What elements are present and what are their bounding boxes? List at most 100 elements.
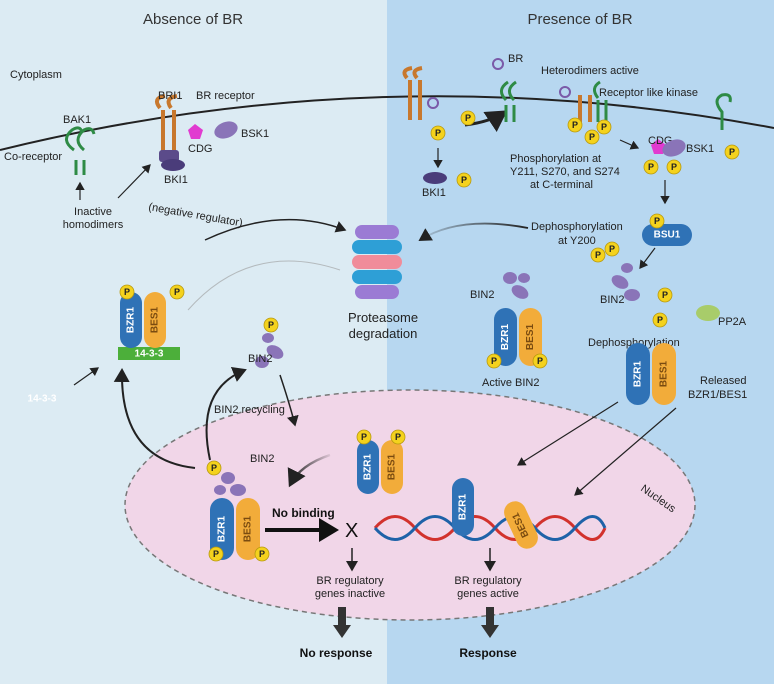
bri1-label-left: BRI1 (158, 90, 182, 102)
svg-text:P: P (671, 162, 677, 172)
phosphate-2-icon: P (263, 317, 279, 333)
phosphate-1-icon: P (169, 284, 185, 300)
bin2-label-left: BIN2 (248, 353, 272, 365)
svg-text:P: P (729, 147, 735, 157)
bin2-right-icon (611, 263, 640, 301)
svg-text:BZR1: BZR1 (126, 307, 137, 334)
bes1-dna-bound: BES1 (504, 501, 538, 549)
svg-text:P: P (491, 356, 497, 366)
bzr1-nucleus-left: BZR1 (210, 498, 234, 560)
genes-active-label-2: genes active (457, 588, 519, 600)
svg-text:P: P (395, 432, 401, 442)
active-bin2-icon (503, 272, 530, 299)
bki1-label-left: BKI1 (164, 174, 188, 186)
bzr1-left-cyto: BZR1 (120, 292, 142, 348)
svg-text:P: P (461, 175, 467, 185)
svg-text:BES1: BES1 (150, 307, 161, 334)
genes-inactive-label-1: BR regulatory (316, 575, 384, 587)
bak1-label: BAK1 (63, 114, 91, 126)
svg-text:P: P (662, 290, 668, 300)
svg-text:BZR1: BZR1 (500, 324, 511, 351)
br-ligand-top-icon (492, 58, 504, 70)
inactive-homodimers-label-2: homodimers (63, 219, 124, 231)
bzr1-active-bin2: BZR1 (494, 308, 517, 366)
svg-text:P: P (361, 432, 367, 442)
bzr1-nuclear-entry: BZR1 (357, 440, 379, 494)
arrow-bki1-to-proteasome (204, 218, 347, 241)
complex-14-3-3-label: 14-3-3 (135, 349, 164, 360)
bzr1-dna-bound: BZR1 (452, 478, 474, 536)
bsk1-right-icon (662, 139, 686, 157)
bzr1-released: BZR1 (626, 343, 650, 405)
bin2-recycling-label: BIN2 recycling (214, 404, 285, 416)
plasma-membrane (0, 95, 774, 151)
response-arrow (481, 607, 499, 638)
released-label-1: Released (700, 375, 746, 387)
genes-active-label-1: BR regulatory (454, 575, 522, 587)
bak1-right-icon (715, 93, 732, 130)
dephos-y200-label-2: at Y200 (558, 235, 596, 247)
absence-header: Absence of BR (143, 11, 243, 28)
arrow-released-to-nucleus-1 (516, 401, 619, 466)
complex-14-3-3-bar (118, 347, 180, 360)
phosphate-14-icon: P (643, 159, 659, 175)
phosphate-8-icon: P (430, 125, 446, 141)
cytoplasm-label: Cytoplasm (10, 69, 62, 81)
bsk1-label-right: BSK1 (686, 143, 714, 155)
svg-text:P: P (589, 132, 595, 142)
phosphate-7-icon: P (652, 312, 668, 328)
svg-text:P: P (174, 287, 180, 297)
bin2-left-icon (255, 333, 284, 368)
phosphate-19-icon: P (206, 460, 222, 476)
phosphate-21-icon: P (254, 546, 270, 562)
arrow-14-3-3-to-complex (73, 367, 99, 386)
svg-text:BES1: BES1 (659, 361, 670, 388)
phosphate-17-icon: P (590, 247, 606, 263)
arrow-to-cdg-right (619, 139, 640, 150)
br-ligand-icon (427, 97, 439, 109)
tag-14-3-3-label: 14-3-3 (28, 394, 57, 405)
phosphate-18-icon: P (724, 144, 740, 160)
svg-text:P: P (435, 128, 441, 138)
bin2-label-active: BIN2 (470, 289, 494, 301)
bin2-nucleus-icon (214, 472, 246, 496)
no-response-label: No response (300, 646, 373, 660)
co-receptor-label: Co-receptor (4, 151, 62, 163)
bsu1-icon (642, 224, 692, 246)
bsu1-label: BSU1 (654, 230, 681, 241)
inactive-homodimers-label-1: Inactive (74, 206, 112, 218)
arrow-homodimers-to-bri1 (117, 164, 151, 199)
svg-text:BZR1: BZR1 (217, 516, 228, 543)
svg-text:BES1: BES1 (525, 324, 536, 351)
arrow-nucleus-to-bin2 (205, 367, 247, 461)
proteasome-label-2: degradation (349, 326, 418, 341)
svg-text:P: P (654, 216, 660, 226)
no-binding-label: No binding (272, 506, 335, 520)
proteasome-label-1: Proteasome (348, 310, 418, 325)
bes1-nuclear-entry: BES1 (381, 440, 403, 494)
svg-text:P: P (537, 356, 543, 366)
arrow-bsu1-to-bin2 (639, 247, 656, 269)
phosphate-5-icon: P (604, 241, 620, 257)
phosphorylation-label-1: Phosphorylation at (510, 153, 601, 165)
svg-text:BES1: BES1 (243, 516, 254, 543)
arrow-released-to-nucleus-2 (574, 407, 677, 496)
br-label: BR (508, 53, 523, 65)
bin2-label-nucleus: BIN2 (250, 453, 274, 465)
phosphate-12-icon: P (584, 129, 600, 145)
svg-text:BZR1: BZR1 (458, 494, 469, 521)
receptor-like-kinase-icon (578, 80, 608, 122)
svg-text:P: P (595, 250, 601, 260)
pp2a-icon (696, 305, 720, 321)
dna-strand-blue (373, 515, 607, 541)
phosphate-13-icon: P (596, 119, 612, 135)
pp2a-label: PP2A (718, 316, 747, 328)
proteasome-icon (352, 225, 402, 299)
svg-text:P: P (572, 120, 578, 130)
receptor-like-kinase-label: Receptor like kinase (599, 87, 698, 99)
svg-text:P: P (601, 122, 607, 132)
phosphate-9-icon: P (460, 110, 476, 126)
phosphate-20-icon: P (208, 546, 224, 562)
svg-text:P: P (268, 320, 274, 330)
